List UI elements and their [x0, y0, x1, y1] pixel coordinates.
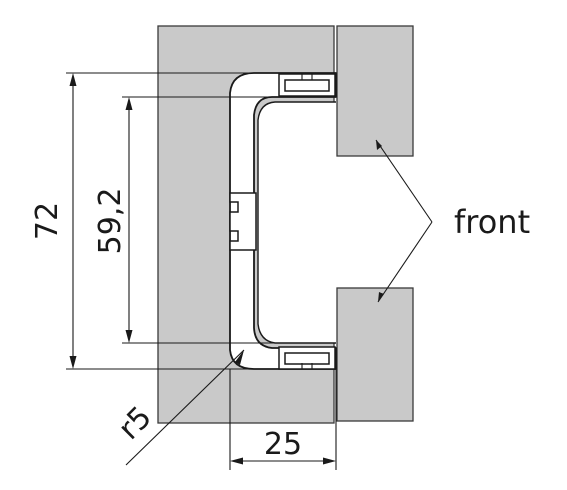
front-label: front: [454, 203, 530, 241]
front-block-top: [336, 25, 414, 157]
dimension-inner-height: [122, 96, 336, 344]
front-leaders: [375, 139, 433, 303]
side-clip: [229, 192, 257, 251]
front-block-bottom: [336, 287, 414, 422]
dimension-label-72: 72: [30, 202, 65, 240]
top-t-slot: [278, 73, 336, 97]
dimension-label-59-2: 59,2: [93, 188, 128, 255]
profile-inner-wall: [257, 101, 336, 344]
radius-leader: [125, 349, 245, 466]
bottom-t-slot: [278, 346, 336, 370]
dimension-outer-height: [66, 72, 336, 370]
dimension-label-25: 25: [264, 427, 302, 462]
dimension-width: [229, 369, 337, 470]
